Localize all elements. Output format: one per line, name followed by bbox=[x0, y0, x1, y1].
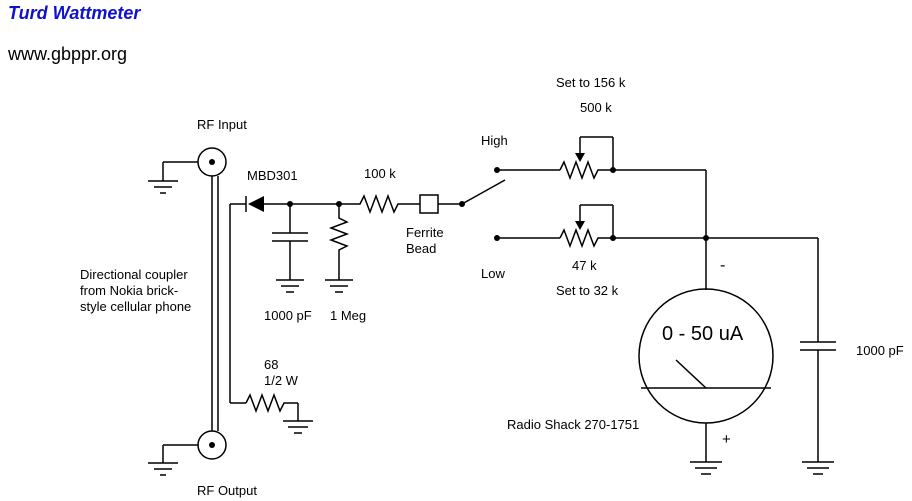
pot-500k-label: 500 k bbox=[580, 100, 612, 115]
meter-plus-label: + bbox=[722, 431, 731, 448]
potentiometer-500k bbox=[497, 136, 707, 290]
meter-0-50ua bbox=[638, 288, 774, 475]
website-url: www.gbppr.org bbox=[8, 44, 128, 64]
meter-minus-label: - bbox=[720, 257, 725, 274]
coupler-label-line1: Directional coupler bbox=[80, 267, 188, 282]
diode-mbd301 bbox=[230, 196, 339, 212]
coupler-label-line3: style cellular phone bbox=[80, 299, 191, 314]
potentiometer-47k bbox=[497, 204, 818, 249]
page-title: Turd Wattmeter bbox=[8, 3, 141, 23]
meter-part-label: Radio Shack 270-1751 bbox=[507, 417, 639, 432]
ferrite-bead bbox=[419, 194, 465, 214]
pot-47k-label: 47 k bbox=[572, 258, 597, 273]
diode-label: MBD301 bbox=[247, 168, 298, 183]
rf-output-label: RF Output bbox=[197, 483, 257, 498]
set-32k-label: Set to 32 k bbox=[556, 283, 619, 298]
capacitor-label: 1000 pF bbox=[264, 308, 312, 323]
coupler-label-line2: from Nokia brick- bbox=[80, 283, 178, 298]
switch-high-label: High bbox=[481, 133, 508, 148]
rf-output-connector bbox=[162, 430, 227, 463]
resistor-1meg bbox=[325, 204, 353, 293]
rf-input-connector bbox=[162, 147, 227, 181]
resistor-68-label-line2: 1/2 W bbox=[264, 373, 299, 388]
resistor-100k bbox=[339, 193, 420, 215]
resistor-68-label-line1: 68 bbox=[264, 357, 278, 372]
resistor-100k-label: 100 k bbox=[364, 166, 396, 181]
range-switch bbox=[461, 167, 506, 241]
ground-symbol bbox=[148, 462, 178, 476]
resistor-1meg-label: 1 Meg bbox=[330, 308, 366, 323]
switch-low-label: Low bbox=[481, 266, 505, 281]
resistor-68-ohm bbox=[230, 392, 313, 434]
capacitor-1000pf-bypass bbox=[800, 238, 836, 475]
ferrite-label-line2: Bead bbox=[406, 241, 436, 256]
set-156k-label: Set to 156 k bbox=[556, 75, 626, 90]
capacitor-1000pf bbox=[272, 204, 308, 293]
bypass-capacitor-label: 1000 pF bbox=[856, 343, 904, 358]
meter-scale-label: 0 - 50 uA bbox=[662, 323, 744, 345]
ferrite-label-line1: Ferrite bbox=[406, 225, 444, 240]
ground-symbol bbox=[148, 180, 178, 194]
coupler-lines bbox=[211, 176, 231, 431]
rf-input-label: RF Input bbox=[197, 117, 247, 132]
